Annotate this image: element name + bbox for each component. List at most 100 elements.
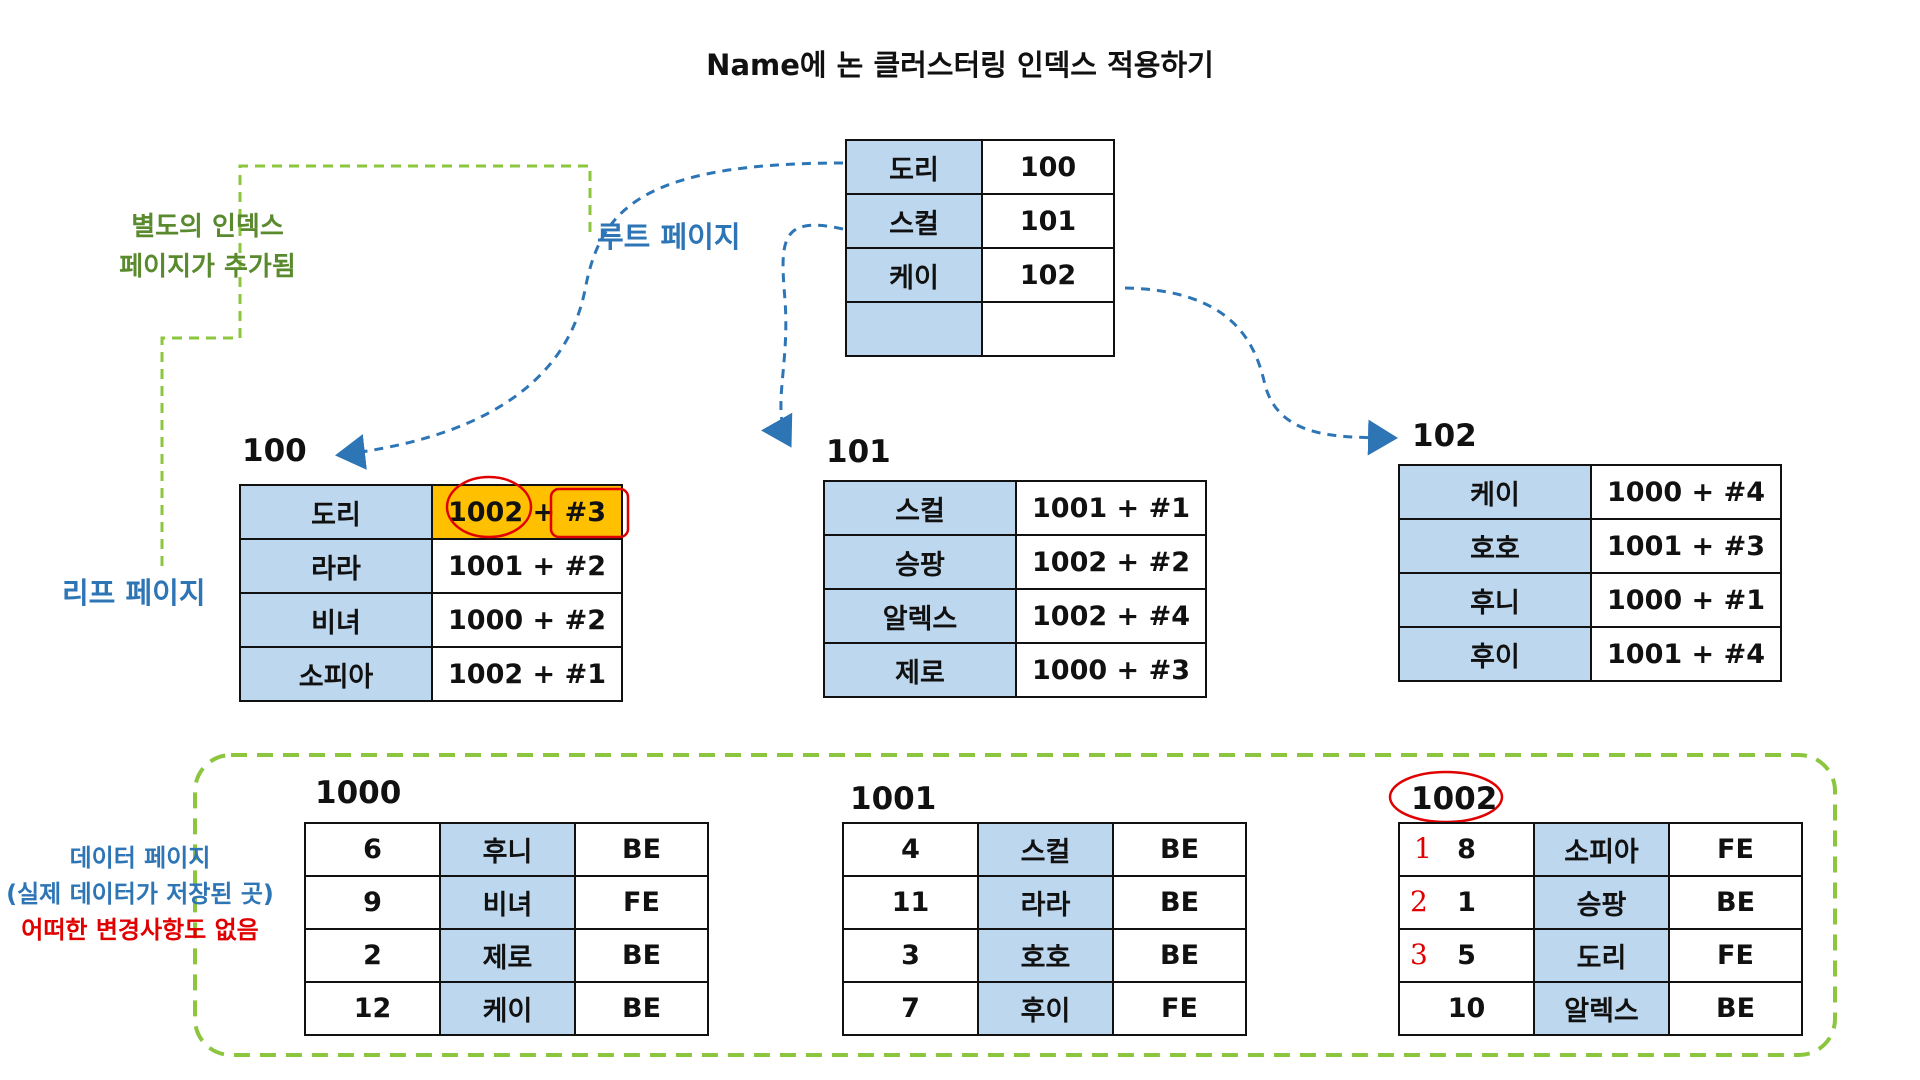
- data-pages-frame: [193, 753, 1837, 1057]
- data-row-id: 7: [842, 981, 979, 1036]
- data-row-name: 비녀: [439, 875, 576, 930]
- pointer-slot: #3: [564, 496, 606, 528]
- data-page-note-line-3: 어떠한 변경사항도 없음: [21, 916, 259, 944]
- leaf-pointer: 1000 + #3: [1015, 642, 1207, 698]
- separate-index-line-2: 페이지가 추가됨: [119, 252, 296, 282]
- data-page-id: 1000: [315, 775, 402, 811]
- row-number-annotation: 1: [1414, 832, 1432, 865]
- data-row-id: 3: [842, 928, 979, 983]
- root-page-label: 루트 페이지: [597, 220, 741, 254]
- data-page-id: 1001: [850, 781, 937, 817]
- data-row-name: 제로: [439, 928, 576, 983]
- root-key-empty: [845, 301, 983, 357]
- leaf-pointer: 1000 + #4: [1590, 464, 1782, 520]
- leaf-pointer: 1000 + #1: [1590, 572, 1782, 628]
- leaf-page-100: 도리 1002 + #3 라라 1001 + #2 비녀 1000 + #2 소…: [239, 484, 623, 702]
- data-row-name: 케이: [439, 981, 576, 1036]
- separate-index-line-1: 별도의 인덱스: [131, 212, 284, 242]
- data-row-id: 12: [304, 981, 441, 1036]
- root-child: 102: [981, 247, 1115, 303]
- data-row-team: BE: [1112, 822, 1247, 877]
- red-circle-page-1002: [1388, 770, 1504, 824]
- pointer-page: 1002: [447, 496, 524, 528]
- data-row-id: 10: [1398, 981, 1535, 1036]
- leaf-key: 케이: [1398, 464, 1592, 520]
- data-row-id: 2: [304, 928, 441, 983]
- data-row-team: BE: [574, 822, 709, 877]
- data-row-team: FE: [1112, 981, 1247, 1036]
- data-page-id: 1002: [1411, 781, 1498, 817]
- leaf-page-label: 리프 페이지: [62, 576, 206, 610]
- leaf-key: 스컬: [823, 480, 1017, 536]
- leaf-key: 후니: [1398, 572, 1592, 628]
- data-row-name: 후니: [439, 822, 576, 877]
- data-row-name: 스컬: [977, 822, 1114, 877]
- data-row-team: BE: [574, 928, 709, 983]
- data-row-id: 6: [304, 822, 441, 877]
- data-row-name: 도리: [1533, 928, 1670, 983]
- leaf-page-id: 102: [1412, 418, 1477, 454]
- leaf-key: 승팡: [823, 534, 1017, 590]
- root-child-empty: [981, 301, 1115, 357]
- root-child: 101: [981, 193, 1115, 249]
- red-circle-1002: [445, 475, 533, 539]
- data-row-id: 9: [304, 875, 441, 930]
- data-row-id: 8: [1398, 822, 1535, 877]
- data-row-name: 승팡: [1533, 875, 1670, 930]
- data-page-1000: 6 후니 BE 9 비녀 FE 2 제로 BE 12 케이 BE: [304, 822, 709, 1036]
- leaf-page-id: 101: [826, 434, 891, 470]
- data-row-team: BE: [1112, 875, 1247, 930]
- leaf-key: 도리: [239, 484, 433, 540]
- data-row-team: FE: [574, 875, 709, 930]
- data-row-team: BE: [1112, 928, 1247, 983]
- data-row-name: 알렉스: [1533, 981, 1670, 1036]
- data-row-team: BE: [574, 981, 709, 1036]
- leaf-key: 알렉스: [823, 588, 1017, 644]
- root-key: 도리: [845, 139, 983, 195]
- leaf-page-id: 100: [242, 433, 307, 469]
- pointer-plus: +: [532, 496, 556, 528]
- data-row-name: 호호: [977, 928, 1114, 983]
- leaf-pointer: 1002 + #2: [1015, 534, 1207, 590]
- leaf-key: 후이: [1398, 626, 1592, 682]
- data-page-1001: 4 스컬 BE 11 라라 BE 3 호호 BE 7 후이 FE: [842, 822, 1247, 1036]
- leaf-pointer: 1001 + #4: [1590, 626, 1782, 682]
- data-row-name: 후이: [977, 981, 1114, 1036]
- data-row-name: 라라: [977, 875, 1114, 930]
- data-row-team: FE: [1668, 822, 1803, 877]
- data-row-team: FE: [1668, 928, 1803, 983]
- root-child: 100: [981, 139, 1115, 195]
- row-number-annotation: 3: [1410, 938, 1428, 971]
- leaf-pointer: 1001 + #1: [1015, 480, 1207, 536]
- data-row-id: 4: [842, 822, 979, 877]
- leaf-key: 소피아: [239, 646, 433, 702]
- data-row-team: BE: [1668, 875, 1803, 930]
- row-number-annotation: 2: [1410, 885, 1428, 918]
- leaf-key: 제로: [823, 642, 1017, 698]
- leaf-pointer: 1000 + #2: [431, 592, 623, 648]
- diagram-title: Name에 논 클러스터링 인덱스 적용하기: [706, 48, 1214, 82]
- leaf-key: 라라: [239, 538, 433, 594]
- root-key: 스컬: [845, 193, 983, 249]
- leaf-pointer: 1001 + #3: [1590, 518, 1782, 574]
- leaf-page-101: 스컬 1001 + #1 승팡 1002 + #2 알렉스 1002 + #4 …: [823, 480, 1207, 698]
- red-box-slot: [549, 487, 630, 539]
- leaf-pointer: 1002 + #4: [1015, 588, 1207, 644]
- data-row-name: 소피아: [1533, 822, 1670, 877]
- data-row-team: BE: [1668, 981, 1803, 1036]
- data-page-note-line-1: 데이터 페이지: [69, 844, 211, 872]
- leaf-pointer: 1001 + #2: [431, 538, 623, 594]
- leaf-key: 호호: [1398, 518, 1592, 574]
- leaf-pointer: 1002 + #1: [431, 646, 623, 702]
- data-page-note-line-2: (실제 데이터가 저장된 곳): [6, 880, 274, 908]
- root-page-table: 도리 100 스컬 101 케이 102: [845, 139, 1115, 357]
- leaf-page-102: 케이 1000 + #4 호호 1001 + #3 후니 1000 + #1 후…: [1398, 464, 1782, 682]
- root-key: 케이: [845, 247, 983, 303]
- separate-index-bracket: [160, 164, 592, 568]
- data-row-id: 11: [842, 875, 979, 930]
- separate-index-note: 별도의 인덱스 페이지가 추가됨: [110, 207, 305, 287]
- data-page-note: 데이터 페이지 (실제 데이터가 저장된 곳) 어떠한 변경사항도 없음: [0, 840, 280, 948]
- arrow-root-to-100: [335, 161, 844, 470]
- data-page-1002: 8 소피아 FE 1 승팡 BE 5 도리 FE 10 알렉스 BE: [1398, 822, 1803, 1036]
